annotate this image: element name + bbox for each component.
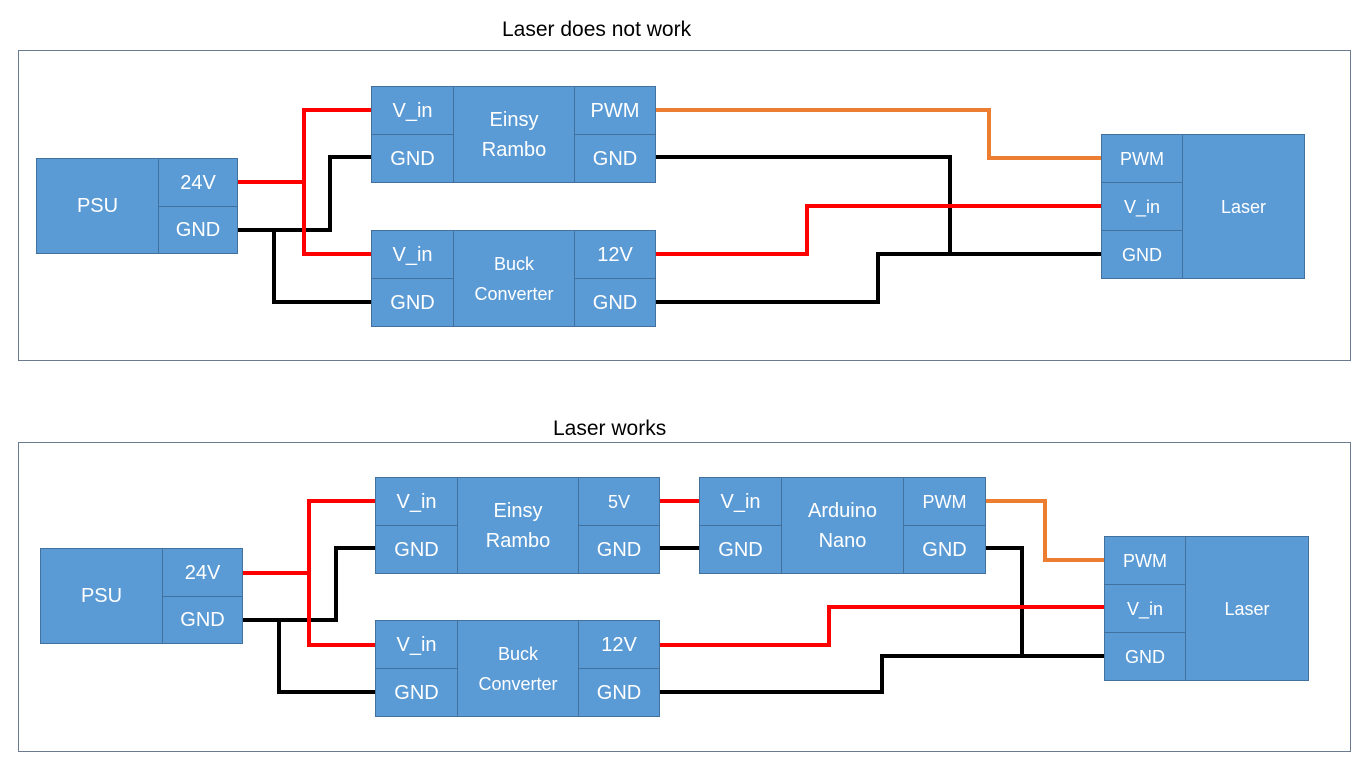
terminal-label: PWM <box>1120 148 1164 169</box>
terminal-label: GND <box>1125 646 1165 667</box>
terminal-label: PWM <box>1123 550 1167 571</box>
ground-wire <box>272 230 372 304</box>
buck-vin-terminal: V_in <box>371 230 454 279</box>
terminal-label: GND <box>394 538 439 561</box>
ground-wire <box>655 252 950 304</box>
terminal-label: V_in <box>1126 598 1164 619</box>
power-wire <box>302 182 372 256</box>
buck-label: Buck Converter <box>474 253 554 304</box>
einsy-gnd-out-terminal: GND <box>574 134 656 183</box>
terminal-label: GND <box>390 291 435 314</box>
psu-label: PSU <box>76 195 119 217</box>
laser-block: Laser <box>1182 134 1305 279</box>
laser-label: Laser <box>1224 598 1270 619</box>
terminal-label: 12V <box>601 633 637 656</box>
terminal-label: GND <box>1122 244 1162 265</box>
terminal-label: 5V <box>607 491 631 512</box>
ground-wire <box>277 620 376 694</box>
buck-gnd-out-terminal: GND <box>574 278 656 327</box>
laser-gnd-terminal: GND <box>1101 230 1183 279</box>
buck-gnd-in-terminal: GND <box>375 668 458 717</box>
terminal-label: GND <box>596 681 642 704</box>
arduino-gnd-in-terminal: GND <box>699 525 782 574</box>
terminal-label: PWM <box>922 491 967 512</box>
terminal-label: V_in <box>720 490 761 513</box>
arduino-nano-block: Arduino Nano <box>781 477 904 574</box>
terminal-label: GND <box>180 609 225 631</box>
diagram-title: Laser does not work <box>502 18 692 41</box>
laser-vin-terminal: V_in <box>1104 584 1186 633</box>
terminal-label: GND <box>592 147 638 170</box>
einsy-gnd-out-terminal: GND <box>578 525 660 574</box>
terminal-label: PWM <box>590 99 640 122</box>
einsy-label: Einsy Rambo <box>481 108 547 161</box>
terminal-label: GND <box>922 538 967 561</box>
psu-24v-terminal: 24V <box>158 158 238 207</box>
laser-pwm-terminal: PWM <box>1104 536 1186 585</box>
terminal-label: GND <box>592 291 638 314</box>
terminal-label: GND <box>175 219 221 241</box>
arduino-gnd-out-terminal: GND <box>903 525 986 574</box>
psu-gnd-terminal: GND <box>162 596 243 644</box>
psu-block: PSU <box>40 548 163 644</box>
pwm-wire <box>655 108 1102 160</box>
power-wire <box>242 499 376 575</box>
arduino-vin-terminal: V_in <box>699 477 782 526</box>
buck-12v-terminal: 12V <box>578 620 660 669</box>
buck-12v-terminal: 12V <box>574 230 656 279</box>
psu-label: PSU <box>80 585 123 607</box>
buck-label: Buck Converter <box>478 643 558 694</box>
terminal-label: V_in <box>1123 196 1161 217</box>
einsy-rambo-block: Einsy Rambo <box>453 86 575 183</box>
buck-vin-terminal: V_in <box>375 620 458 669</box>
terminal-label: V_in <box>396 490 437 513</box>
laser-label: Laser <box>1220 196 1267 217</box>
laser-gnd-terminal: GND <box>1104 632 1186 681</box>
einsy-gnd-in-terminal: GND <box>371 134 454 183</box>
terminal-label: 12V <box>597 243 633 266</box>
buck-gnd-in-terminal: GND <box>371 278 454 327</box>
buck-converter-block: Buck Converter <box>457 620 579 717</box>
arduino-pwm-terminal: PWM <box>903 477 986 526</box>
power-wire <box>237 108 372 184</box>
einsy-vin-terminal: V_in <box>375 477 458 526</box>
einsy-gnd-in-terminal: GND <box>375 525 458 574</box>
laser-pwm-terminal: PWM <box>1101 134 1183 183</box>
buck-converter-block: Buck Converter <box>453 230 575 327</box>
terminal-label: GND <box>596 538 642 561</box>
einsy-label: Einsy Rambo <box>485 499 551 552</box>
einsy-rambo-block: Einsy Rambo <box>457 477 579 574</box>
laser-vin-terminal: V_in <box>1101 182 1183 231</box>
ground-wire <box>985 546 1105 658</box>
einsy-pwm-terminal: PWM <box>574 86 656 135</box>
ground-wire <box>237 155 372 232</box>
terminal-label: GND <box>394 681 439 704</box>
terminal-label: 24V <box>180 171 216 194</box>
terminal-label: 24V <box>184 561 221 584</box>
terminal-label: V_in <box>392 99 433 122</box>
terminal-label: V_in <box>392 243 433 266</box>
terminal-label: V_in <box>396 633 437 656</box>
psu-gnd-terminal: GND <box>158 206 238 254</box>
arduino-label: Arduino Nano <box>808 499 877 552</box>
terminal-label: GND <box>390 147 435 170</box>
ground-wire <box>242 546 376 622</box>
power-wire <box>659 605 1105 647</box>
terminal-label: GND <box>718 538 763 561</box>
einsy-5v-terminal: 5V <box>578 477 660 526</box>
pwm-wire <box>985 499 1105 562</box>
einsy-vin-terminal: V_in <box>371 86 454 135</box>
diagram-title: Laser works <box>553 417 667 440</box>
laser-block: Laser <box>1185 536 1309 681</box>
psu-24v-terminal: 24V <box>162 548 243 597</box>
power-wire <box>655 204 1102 256</box>
ground-wire <box>659 654 1022 694</box>
power-wire <box>307 573 376 647</box>
buck-gnd-out-terminal: GND <box>578 668 660 717</box>
